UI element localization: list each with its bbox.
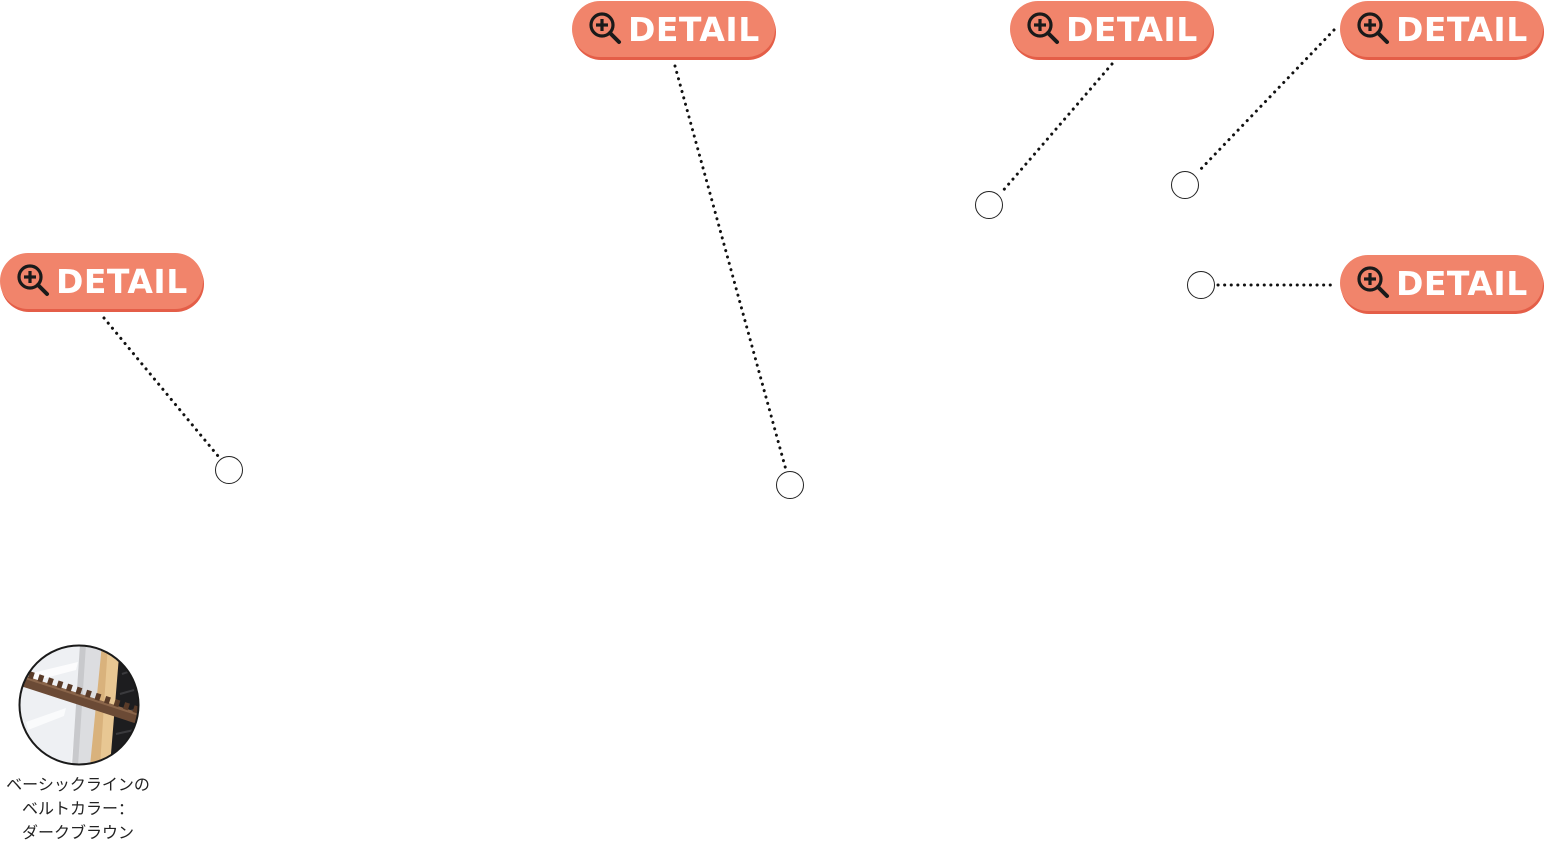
detail-button-4[interactable]: DETAIL (1340, 255, 1543, 311)
caption-line-2: ベルトカラー： (21, 799, 134, 818)
belt-color-caption: ベーシックラインの ベルトカラー： ダークブラウン (0, 773, 156, 844)
connector-line-5 (102, 316, 220, 458)
hotspot-marker-5[interactable] (215, 456, 243, 484)
detail-button-label: DETAIL (1396, 9, 1528, 49)
detail-button-1[interactable]: DETAIL (572, 1, 775, 57)
detail-button-label: DETAIL (56, 261, 188, 301)
zoom-in-icon (586, 10, 624, 48)
caption-line-1: ベーシックラインの (6, 775, 150, 794)
connector-line-3 (1196, 28, 1336, 174)
belt-color-swatch-image (18, 644, 140, 766)
hotspot-marker-3[interactable] (1171, 171, 1199, 199)
detail-button-2[interactable]: DETAIL (1010, 1, 1213, 57)
detail-button-3[interactable]: DETAIL (1340, 1, 1543, 57)
connector-line-2 (999, 62, 1114, 195)
zoom-in-icon (1024, 10, 1062, 48)
detail-button-label: DETAIL (628, 9, 760, 49)
hotspot-marker-1[interactable] (776, 471, 804, 499)
hotspot-marker-2[interactable] (975, 191, 1003, 219)
zoom-in-icon (1354, 264, 1392, 302)
zoom-in-icon (1354, 10, 1392, 48)
detail-button-label: DETAIL (1396, 263, 1528, 303)
detail-button-label: DETAIL (1066, 9, 1198, 49)
connector-line-1 (673, 64, 788, 472)
hotspot-marker-4[interactable] (1187, 271, 1215, 299)
zoom-in-icon (14, 262, 52, 300)
detail-button-5[interactable]: DETAIL (0, 253, 203, 309)
caption-line-3: ダークブラウン (21, 823, 134, 842)
